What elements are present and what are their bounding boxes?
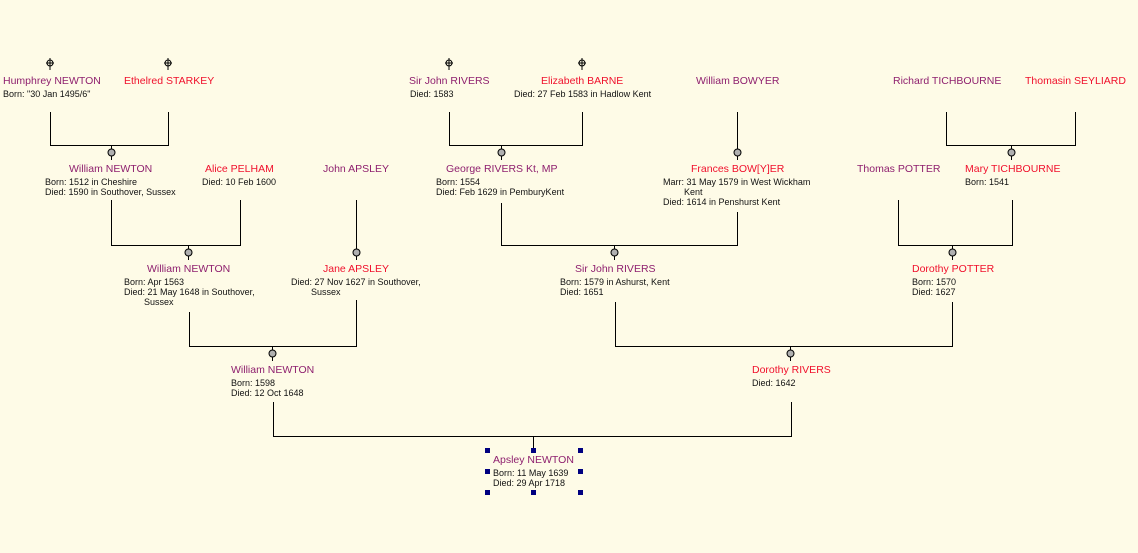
person-detail: Born: "30 Jan 1495/6" xyxy=(3,89,91,99)
cross-icon xyxy=(578,58,586,70)
person-name[interactable]: William NEWTON xyxy=(147,263,231,275)
person-name[interactable]: Humphrey NEWTON xyxy=(3,75,101,87)
person-name[interactable]: Sir John RIVERS xyxy=(575,263,656,275)
family-marker-icon xyxy=(948,248,957,257)
person-name[interactable]: Richard TICHBOURNE xyxy=(893,75,1002,87)
person-detail: Died: 1651 xyxy=(560,287,604,297)
family-marker-icon xyxy=(107,148,116,157)
person-detail: Born: 1598 xyxy=(231,378,276,388)
person-name[interactable]: Apsley NEWTON xyxy=(493,454,574,466)
person-detail: Died: 10 Feb 1600 xyxy=(202,177,277,187)
person-detail: Sussex xyxy=(144,297,174,307)
person-name[interactable]: Jane APSLEY xyxy=(323,263,389,275)
person-name[interactable]: Alice PELHAM xyxy=(205,163,274,175)
cross-icon xyxy=(46,58,54,70)
family-marker-icon xyxy=(1007,148,1016,157)
person-name[interactable]: Dorothy RIVERS xyxy=(752,364,831,376)
person-detail: Born: 11 May 1639 xyxy=(493,468,569,478)
selection-handle[interactable] xyxy=(485,490,490,495)
person-name[interactable]: Dorothy POTTER xyxy=(912,263,995,275)
cross-icon xyxy=(164,58,172,70)
family-marker-icon xyxy=(786,349,795,358)
person-detail: Died: 1614 in Penshurst Kent xyxy=(663,197,781,207)
person-detail: Sussex xyxy=(311,287,341,297)
selection-handle[interactable] xyxy=(578,469,583,474)
person-detail: Kent xyxy=(684,187,703,197)
connector xyxy=(111,200,241,260)
family-marker-icon xyxy=(497,148,506,157)
person-name[interactable]: William NEWTON xyxy=(231,364,315,376)
person-name[interactable]: Sir John RIVERS xyxy=(409,75,490,87)
person-name[interactable]: Ethelred STARKEY xyxy=(124,75,215,87)
person-detail: Died: 1627 xyxy=(912,287,956,297)
family-marker-icon xyxy=(352,248,361,257)
person-detail: Died: 27 Nov 1627 in Southover, xyxy=(291,277,421,287)
connector xyxy=(449,112,583,160)
person-name[interactable]: John APSLEY xyxy=(323,163,389,175)
person-detail: Died: 29 Apr 1718 xyxy=(493,478,566,488)
selection-handle[interactable] xyxy=(531,448,536,453)
person-detail: Died: 1590 in Southover, Sussex xyxy=(45,187,176,197)
connector xyxy=(273,402,792,450)
person-detail: Died: 1583 xyxy=(410,89,454,99)
cross-icon xyxy=(445,58,453,70)
connector xyxy=(615,302,953,361)
person-detail: Died: 21 May 1648 in Southover, xyxy=(124,287,255,297)
person-detail: Born: Apr 1563 xyxy=(124,277,185,287)
person-name[interactable]: George RIVERS Kt, MP xyxy=(446,163,558,175)
person-detail: Died: 27 Feb 1583 in Hadlow Kent xyxy=(514,89,652,99)
person-detail: Born: 1512 in Cheshire xyxy=(45,177,138,187)
selection-handle[interactable] xyxy=(578,490,583,495)
person-detail: Born: 1570 xyxy=(912,277,957,287)
selection-handle[interactable] xyxy=(531,490,536,495)
person-name[interactable]: Elizabeth BARNE xyxy=(541,75,624,87)
person-name[interactable]: William BOWYER xyxy=(696,75,780,87)
selection-handle[interactable] xyxy=(485,448,490,453)
selection-handle[interactable] xyxy=(485,469,490,474)
person-detail: Died: 1642 xyxy=(752,378,796,388)
person-detail: Died: Feb 1629 in PemburyKent xyxy=(436,187,565,197)
person-name[interactable]: Mary TICHBOURNE xyxy=(965,163,1061,175)
person-name[interactable]: Thomas POTTER xyxy=(857,163,941,175)
person-detail: Marr: 31 May 1579 in West Wickham xyxy=(663,177,811,187)
family-marker-icon xyxy=(733,148,742,157)
person-name[interactable]: William NEWTON xyxy=(69,163,153,175)
selection-handle[interactable] xyxy=(578,448,583,453)
person-detail: Born: 1554 xyxy=(436,177,481,187)
family-marker-icon xyxy=(184,248,193,257)
family-marker-icon xyxy=(610,248,619,257)
person-detail: Died: 12 Oct 1648 xyxy=(231,388,304,398)
person-detail: Born: 1541 xyxy=(965,177,1010,187)
person-name[interactable]: Thomasin SEYLIARD xyxy=(1025,75,1126,87)
family-marker-icon xyxy=(268,349,277,358)
connector xyxy=(501,203,738,260)
person-detail: Born: 1579 in Ashurst, Kent xyxy=(560,277,670,287)
person-name[interactable]: Frances BOW[Y]ER xyxy=(691,163,785,175)
